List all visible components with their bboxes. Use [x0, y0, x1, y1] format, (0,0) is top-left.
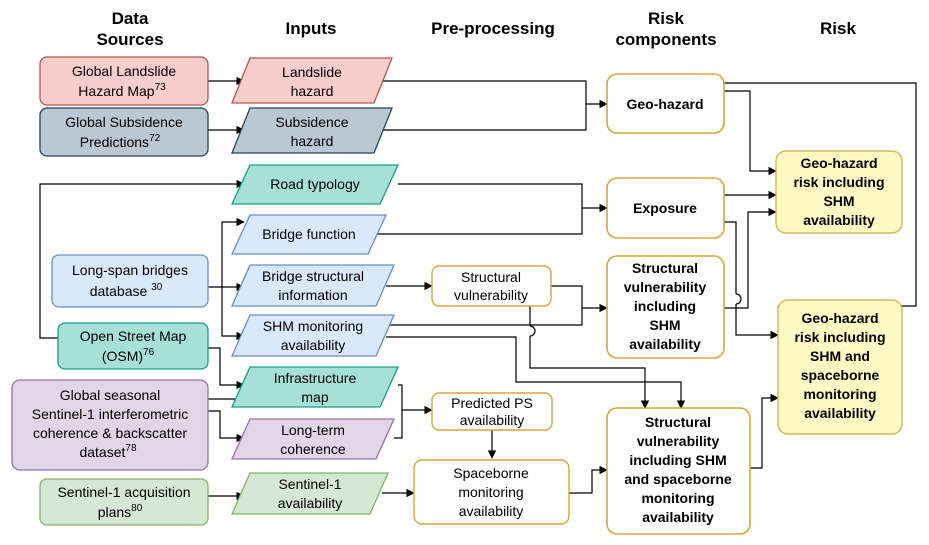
source-osm-line2: (OSM)76: [102, 347, 155, 364]
svg-text:Spaceborne: Spaceborne: [453, 465, 529, 481]
ref-73: 73: [155, 82, 167, 93]
input-infrastructure-map: Infrastructure map: [230, 366, 400, 408]
svg-text:vulnerability: vulnerability: [637, 433, 720, 449]
component-exposure: Exposure: [606, 177, 725, 239]
svg-text:risk including: risk including: [793, 174, 884, 190]
header-risk-components-line2: components: [615, 30, 716, 49]
svg-text:Geo-hazard: Geo-hazard: [800, 155, 877, 171]
svg-text:map: map: [301, 389, 328, 405]
source-osm-line1: Open Street Map: [80, 328, 187, 344]
svg-text:Exposure: Exposure: [633, 200, 697, 216]
input-landslide-hazard: Landslide hazard: [231, 57, 393, 104]
input-sentinel-availability: Sentinel-1 availability: [231, 472, 389, 515]
svg-text:vulnerability: vulnerability: [454, 287, 528, 303]
svg-text:vulnerability: vulnerability: [624, 279, 707, 295]
header-risk-components-line1: Risk: [648, 9, 684, 28]
header-data-sources-line1: Data: [112, 9, 149, 28]
svg-text:and spaceborne: and spaceborne: [624, 471, 732, 487]
svg-text:hazard: hazard: [291, 133, 334, 149]
source-landslide-map: Global Landslide Hazard Map73: [39, 56, 209, 106]
svg-text:availability: availability: [803, 212, 875, 228]
svg-text:Predicted PS: Predicted PS: [451, 395, 533, 411]
source-bridges-line2: database 30: [90, 282, 163, 299]
ref-80: 80: [131, 503, 143, 514]
svg-text:information: information: [278, 287, 347, 303]
source-sentinel-line1: Global seasonal: [60, 387, 160, 403]
ref-30: 30: [151, 282, 163, 293]
svg-text:availability: availability: [460, 412, 525, 428]
source-bridges-database: Long-span bridges database 30: [51, 254, 209, 308]
input-bridge-structural: Bridge structural information: [231, 264, 395, 307]
svg-text:Structural: Structural: [645, 414, 711, 430]
source-subsidence-line2: Predictions72: [80, 133, 161, 150]
input-subsidence-hazard: Subsidence hazard: [231, 107, 393, 154]
svg-text:availability: availability: [459, 503, 524, 519]
source-subsidence: Global Subsidence Predictions72: [39, 107, 209, 157]
header-inputs: Inputs: [286, 19, 337, 38]
source-sentinel-line4: dataset78: [79, 443, 136, 460]
svg-text:Bridge structural: Bridge structural: [262, 268, 364, 284]
svg-text:Geo-hazard: Geo-hazard: [626, 96, 703, 112]
svg-text:monitoring: monitoring: [458, 484, 523, 500]
svg-text:SHM: SHM: [823, 193, 854, 209]
svg-text:Landslide: Landslide: [282, 64, 342, 80]
connectors: [39, 76, 917, 501]
svg-text:availability: availability: [281, 337, 346, 353]
component-structural-shm-spaceborne: Structural vulnerability including SHM a…: [606, 407, 751, 535]
risk-shm: Geo-hazard risk including SHM availabili…: [775, 150, 903, 234]
pre-spaceborne-monitoring: Spaceborne monitoring availability: [413, 459, 570, 525]
component-structural-shm: Structural vulnerability including SHM a…: [606, 255, 725, 359]
ref-76: 76: [143, 347, 155, 358]
header-preprocessing: Pre-processing: [431, 19, 555, 38]
svg-text:Structural: Structural: [632, 260, 698, 276]
svg-text:SHM: SHM: [649, 317, 680, 333]
svg-text:including: including: [634, 298, 696, 314]
source-sentinel-line2: Sentinel-1 interferometric: [32, 406, 188, 422]
svg-text:coherence: coherence: [280, 441, 346, 457]
input-road-typology: Road typology: [230, 164, 400, 205]
source-sentinel-line3: coherence & backscatter: [33, 425, 187, 441]
header-data-sources-line2: Sources: [96, 30, 163, 49]
input-bridge-function: Bridge function: [230, 214, 388, 255]
source-osm: Open Street Map (OSM)76: [57, 322, 209, 370]
svg-text:spaceborne: spaceborne: [801, 367, 880, 383]
ref-78: 78: [125, 443, 137, 454]
svg-text:Infrastructure: Infrastructure: [274, 370, 357, 386]
svg-text:availability: availability: [278, 495, 343, 511]
source-bridges-line1: Long-span bridges: [72, 262, 188, 278]
source-landslide-line2: Hazard Map73: [78, 82, 166, 99]
pre-predicted-ps: Predicted PS availability: [431, 392, 553, 431]
svg-text:availability: availability: [642, 509, 714, 525]
svg-text:Structural: Structural: [461, 269, 521, 285]
input-shm-monitoring: SHM monitoring availability: [231, 314, 395, 357]
svg-text:Sentinel-1: Sentinel-1: [278, 476, 341, 492]
svg-text:SHM monitoring: SHM monitoring: [263, 318, 363, 334]
component-geo-hazard: Geo-hazard: [606, 73, 725, 134]
svg-text:availability: availability: [629, 336, 701, 352]
input-longterm-coherence: Long-term coherence: [230, 418, 396, 460]
svg-text:Long-term: Long-term: [281, 422, 345, 438]
source-landslide-line1: Global Landslide: [72, 63, 177, 79]
svg-text:Geo-hazard: Geo-hazard: [801, 310, 878, 326]
svg-text:including SHM: including SHM: [629, 452, 726, 468]
svg-text:monitoring: monitoring: [641, 490, 714, 506]
svg-text:risk including: risk including: [794, 329, 885, 345]
svg-text:SHM and: SHM and: [810, 348, 870, 364]
svg-text:Road typology: Road typology: [270, 176, 360, 192]
header-risk: Risk: [820, 19, 856, 38]
svg-text:Subsidence: Subsidence: [275, 114, 348, 130]
source-plans-line1: Sentinel-1 acquisition: [57, 484, 190, 500]
source-sentinel-plans: Sentinel-1 acquisition plans80: [39, 478, 209, 526]
svg-text:availability: availability: [804, 405, 876, 421]
svg-text:Bridge function: Bridge function: [262, 226, 355, 242]
ref-72: 72: [149, 133, 161, 144]
source-sentinel-dataset: Global seasonal Sentinel-1 interferometr…: [11, 379, 209, 471]
source-plans-line2: plans80: [98, 503, 143, 520]
svg-text:monitoring: monitoring: [803, 386, 876, 402]
risk-shm-spaceborne: Geo-hazard risk including SHM and spaceb…: [777, 299, 903, 435]
pre-structural-vulnerability: Structural vulnerability: [431, 265, 552, 307]
svg-text:hazard: hazard: [291, 83, 334, 99]
source-subsidence-line1: Global Subsidence: [65, 114, 183, 130]
